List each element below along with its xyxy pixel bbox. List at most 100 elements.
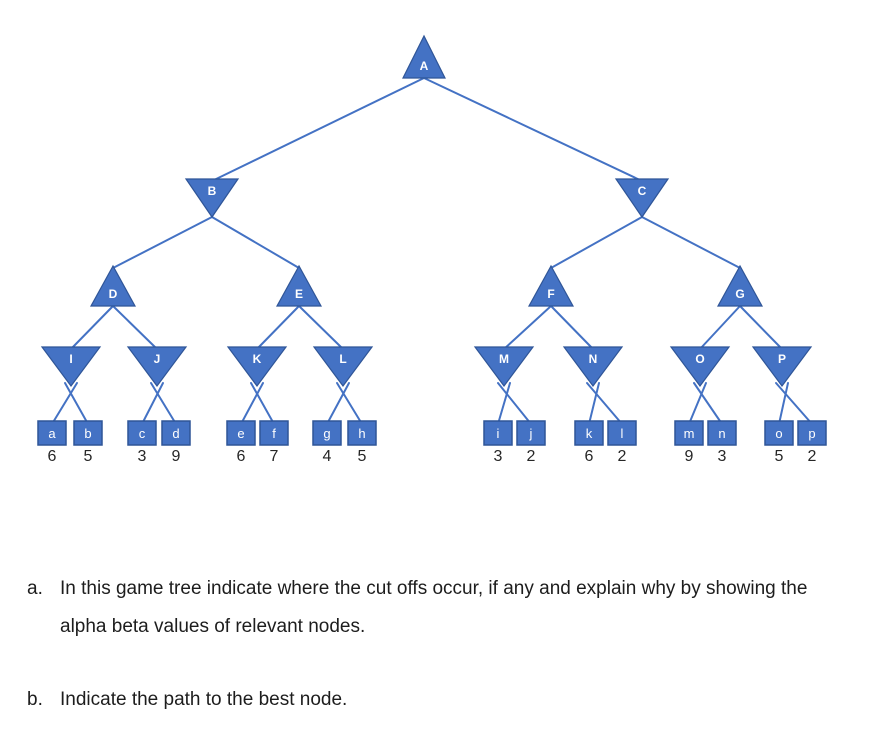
edge-B-D: [112, 216, 213, 269]
leaf-label-m: m: [684, 426, 695, 441]
leaf-value-g: 4: [323, 448, 332, 465]
leaf-value-p: 2: [808, 448, 817, 465]
leaf-value-c: 3: [138, 448, 147, 465]
min-node-B-triangle: [184, 178, 240, 219]
edge-K-f: [250, 382, 275, 425]
leaf-label-n: n: [718, 426, 725, 441]
node-label-B: B: [208, 184, 217, 198]
node-label-L: L: [339, 352, 346, 366]
leaf-value-e: 6: [237, 448, 246, 465]
edge-M-i: [497, 382, 511, 425]
leaf-node-n-square: [707, 420, 737, 446]
edge-D-I: [70, 305, 114, 350]
leaf-label-j: j: [529, 426, 533, 441]
leaf-node-k-square: [574, 420, 604, 446]
leaf-label-b: b: [84, 426, 91, 441]
min-node-I-triangle: [40, 346, 102, 388]
leaf-value-b: 5: [84, 448, 93, 465]
leaf-label-o: o: [775, 426, 782, 441]
leaf-label-a: a: [48, 426, 56, 441]
leaf-node-d-square: [161, 420, 191, 446]
question-b: b. Indicate the path to the best node.: [27, 681, 347, 719]
min-node-J-triangle: [126, 346, 188, 388]
edge-N-k: [588, 382, 600, 425]
node-label-I: I: [69, 352, 72, 366]
edge-M-j: [497, 382, 532, 425]
leaf-node-j-square: [516, 420, 546, 446]
leaf-label-i: i: [497, 426, 500, 441]
node-label-O: O: [695, 352, 704, 366]
leaf-label-l: l: [621, 426, 624, 441]
leaf-value-n: 3: [718, 448, 727, 465]
edge-O-n: [693, 382, 723, 425]
leaf-node-c-square: [127, 420, 157, 446]
node-label-N: N: [589, 352, 598, 366]
question-b-line-1: Indicate the path to the best node.: [60, 689, 348, 710]
node-label-P: P: [778, 352, 786, 366]
question-a-marker: a.: [27, 578, 43, 599]
max-node-E-triangle: [275, 264, 323, 307]
leaf-value-l: 2: [618, 448, 627, 465]
node-label-A: A: [420, 59, 429, 73]
min-node-C-triangle: [614, 178, 670, 219]
leaf-value-h: 5: [358, 448, 367, 465]
edge-K-e: [240, 382, 264, 425]
leaf-label-k: k: [586, 426, 593, 441]
leaf-node-i-square: [483, 420, 513, 446]
question-a-line-2: alpha beta values of relevant nodes.: [60, 616, 366, 637]
leaf-value-j: 2: [527, 448, 536, 465]
min-node-M-triangle: [473, 346, 535, 388]
edge-L-h: [336, 382, 363, 425]
edge-I-b: [64, 382, 89, 425]
leaf-value-f: 7: [270, 448, 279, 465]
leaf-label-c: c: [139, 426, 146, 441]
leaf-node-l-square: [607, 420, 637, 446]
node-label-D: D: [109, 287, 118, 301]
leaf-node-p-square: [797, 420, 827, 446]
node-label-M: M: [499, 352, 509, 366]
edge-F-M: [503, 305, 552, 350]
edge-C-G: [641, 216, 741, 269]
max-node-G-triangle: [716, 264, 764, 307]
question-b-marker: b.: [27, 689, 43, 710]
leaf-label-d: d: [172, 426, 179, 441]
min-node-K-triangle: [226, 346, 288, 388]
tree-edges: [51, 77, 813, 425]
question-a: a. In this game tree indicate where the …: [27, 570, 807, 646]
edge-A-C: [423, 77, 643, 182]
leaf-node-a-square: [37, 420, 67, 446]
leaf-value-d: 9: [172, 448, 181, 465]
leaf-label-f: f: [272, 426, 276, 441]
leaf-node-m-square: [674, 420, 704, 446]
leaf-label-e: e: [237, 426, 244, 441]
leaf-value-k: 6: [585, 448, 594, 465]
min-node-P-triangle: [751, 346, 813, 388]
leaf-label-g: g: [323, 426, 330, 441]
leaf-node-f-square: [259, 420, 289, 446]
node-label-G: G: [735, 287, 744, 301]
edge-F-N: [550, 305, 594, 350]
node-label-E: E: [295, 287, 303, 301]
edge-A-B: [211, 77, 425, 182]
leaf-label-h: h: [358, 426, 365, 441]
node-label-K: K: [253, 352, 262, 366]
leaf-value-m: 9: [685, 448, 694, 465]
node-label-C: C: [638, 184, 647, 198]
edge-P-p: [775, 382, 813, 425]
leaf-node-g-square: [312, 420, 342, 446]
edge-B-E: [211, 216, 300, 269]
edge-P-o: [778, 382, 789, 425]
leaf-value-o: 5: [775, 448, 784, 465]
edge-G-O: [699, 305, 741, 350]
edge-I-a: [51, 382, 78, 425]
edge-J-c: [141, 382, 164, 425]
min-node-O-triangle: [669, 346, 731, 388]
edge-O-m: [688, 382, 707, 425]
edge-G-P: [739, 305, 783, 350]
edge-E-K: [256, 305, 300, 350]
edge-L-g: [326, 382, 350, 425]
node-label-J: J: [154, 352, 161, 366]
leaf-label-p: p: [808, 426, 815, 441]
